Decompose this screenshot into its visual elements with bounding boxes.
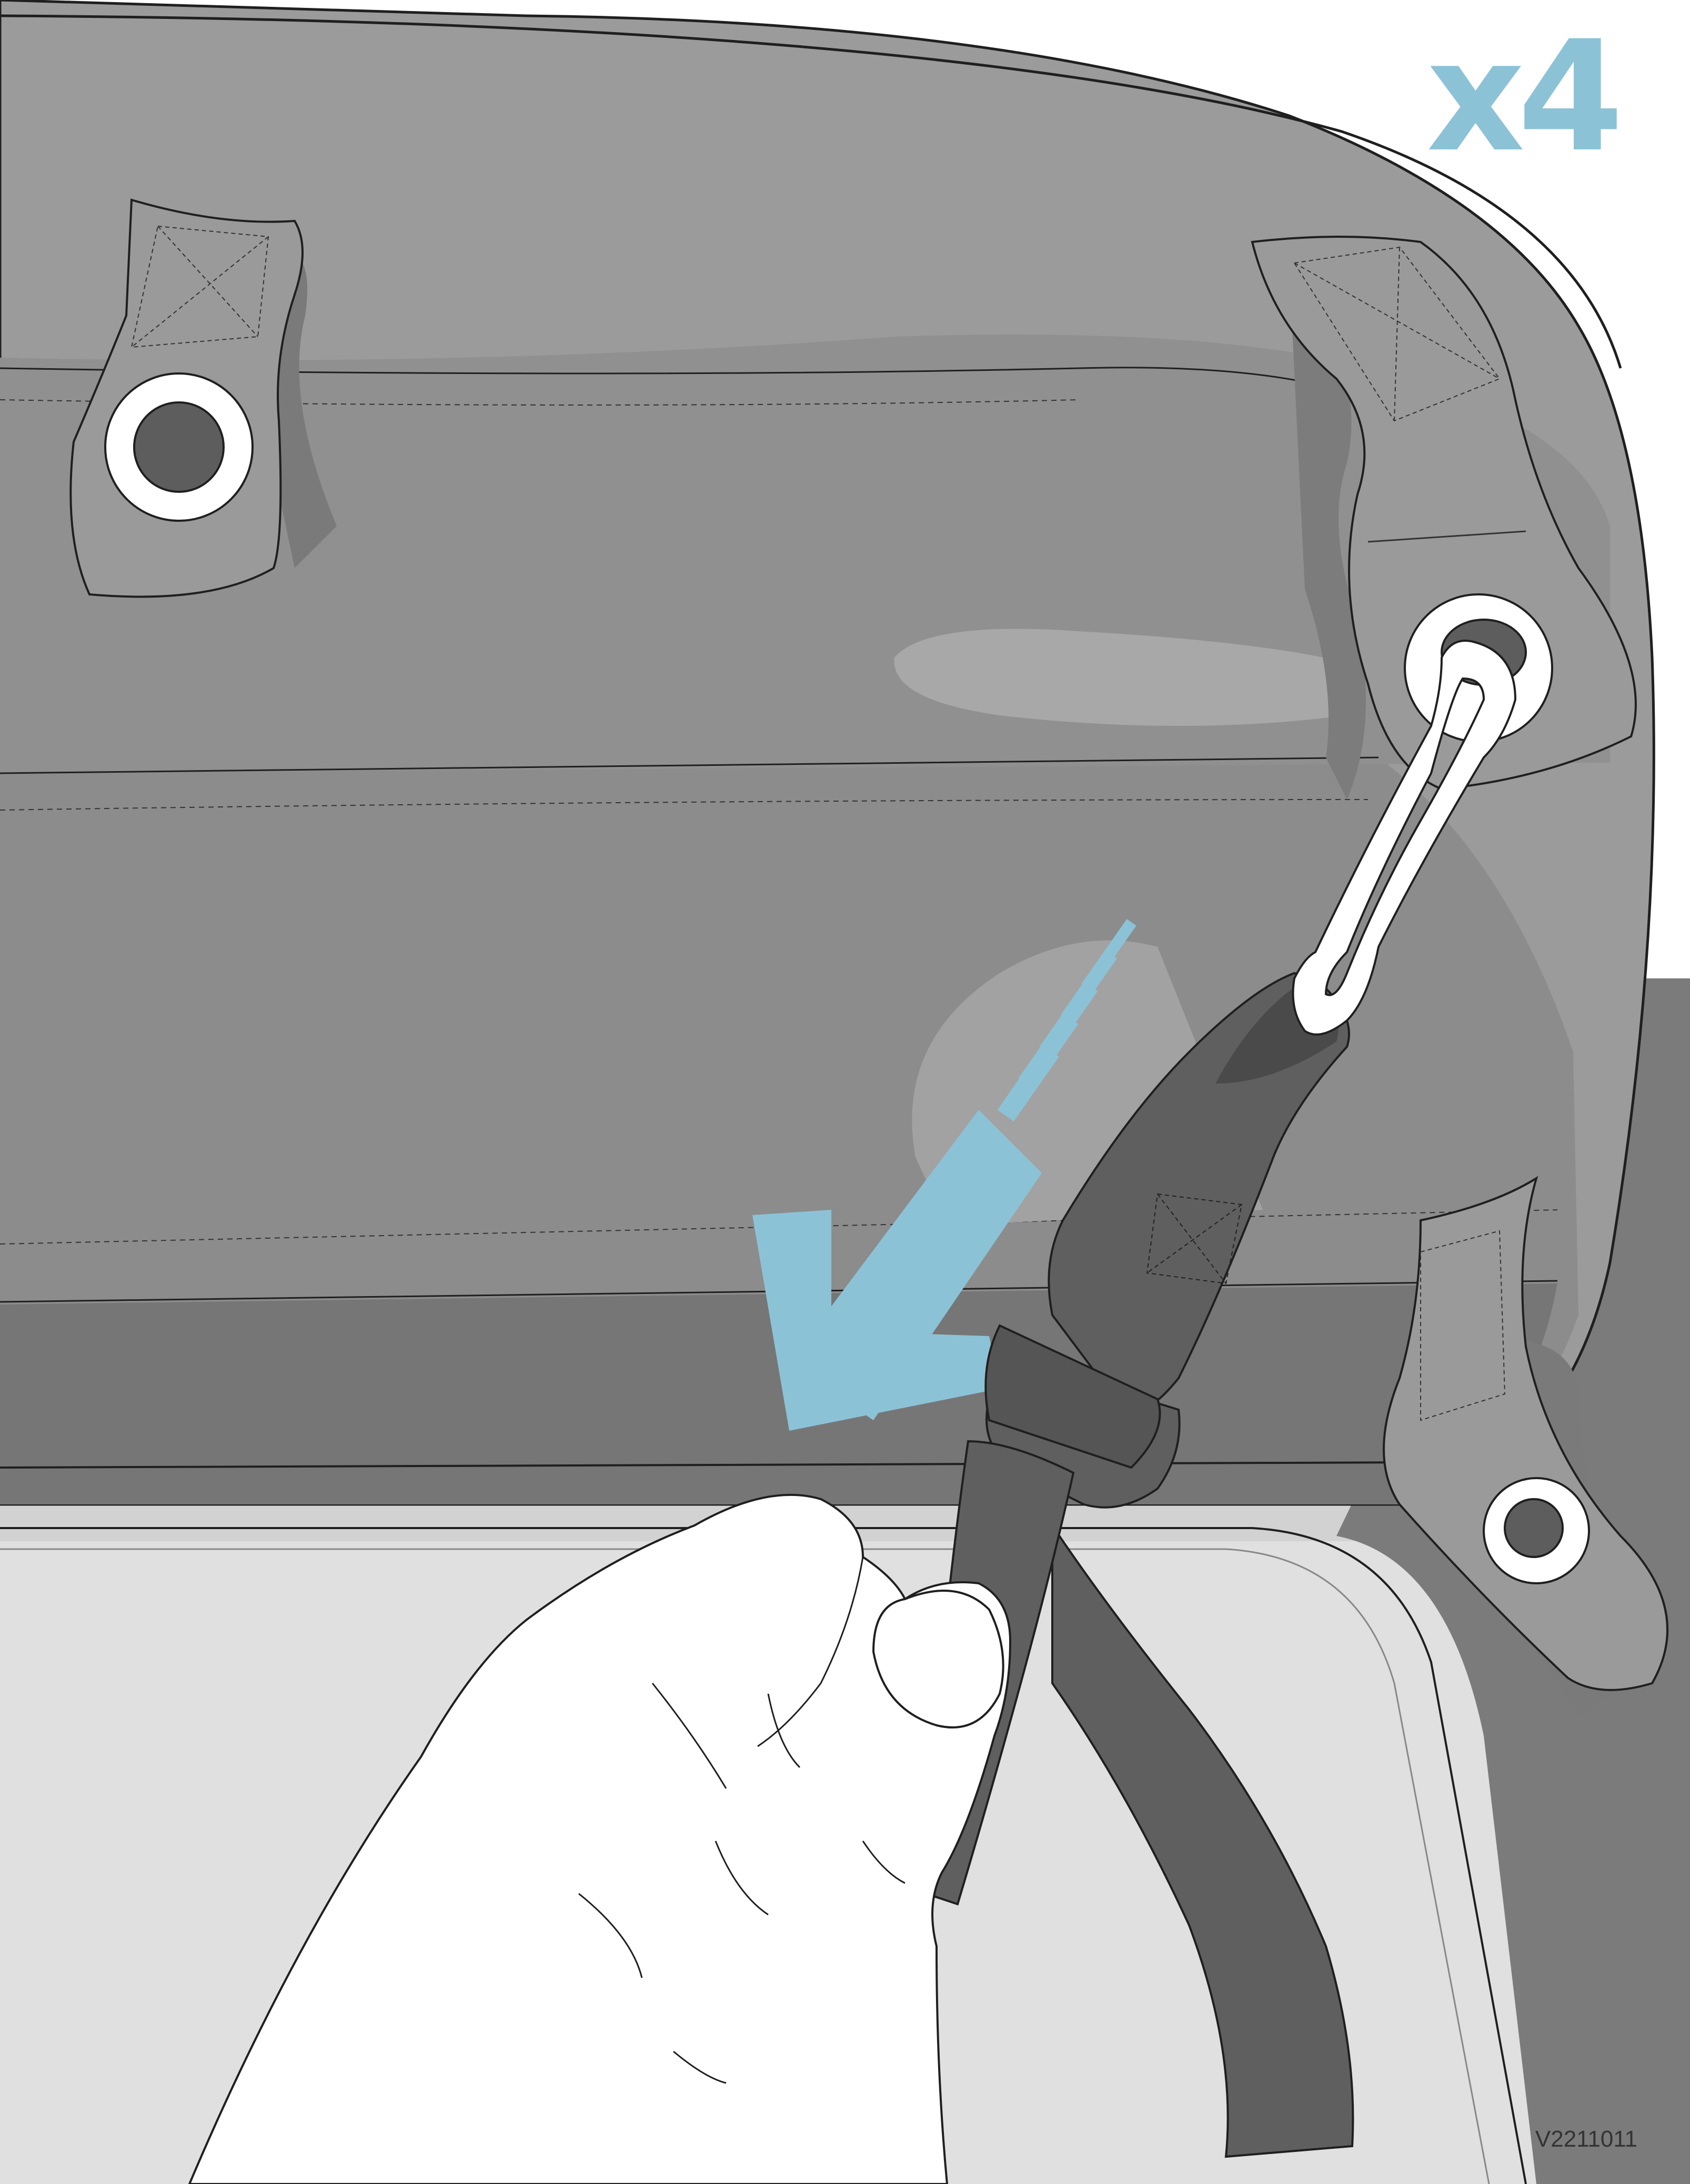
quantity-label: x4 [1426, 21, 1616, 174]
eyelet-hole [134, 402, 224, 492]
eyelet-hole [1505, 1499, 1563, 1557]
figure-code: V2211011 [1535, 2126, 1637, 2152]
